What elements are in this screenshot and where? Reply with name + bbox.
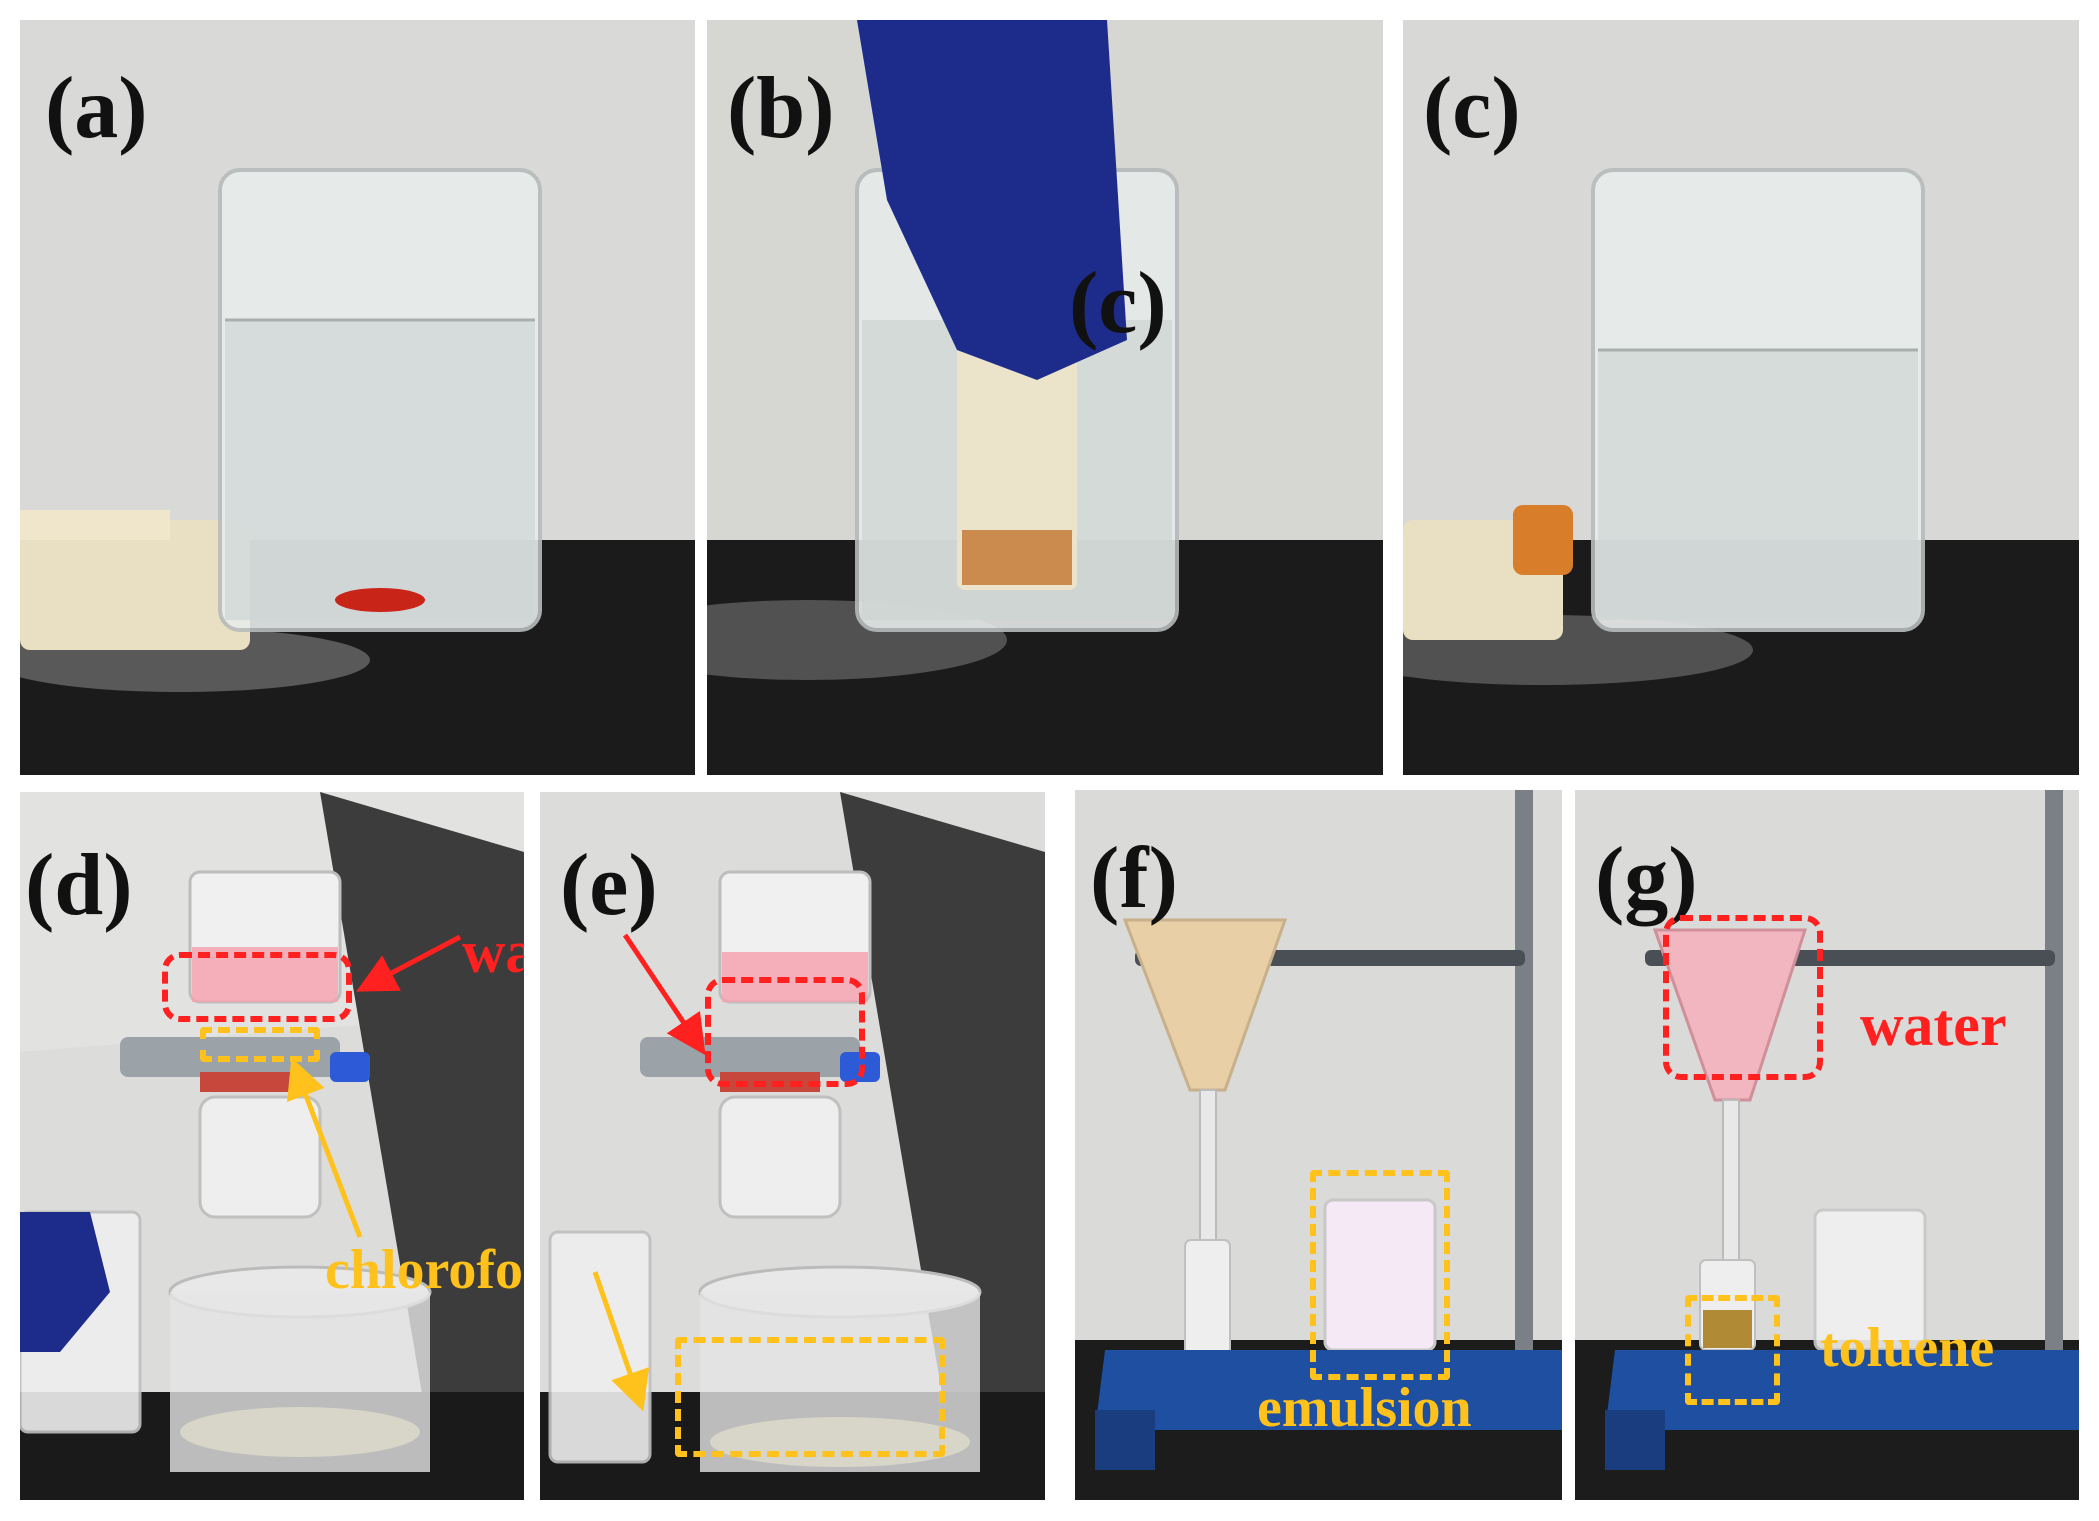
- panel-g-toluene-box: [1685, 1295, 1780, 1405]
- panel-f-label: (f): [1090, 830, 1178, 927]
- panel-b: (b) (c): [707, 20, 1383, 775]
- panel-f: (f) emulsion: [1075, 790, 1562, 1500]
- panel-d-water-box: [162, 952, 352, 1022]
- panel-f-photo: [1075, 790, 1562, 1500]
- panel-g-label: (g): [1595, 830, 1698, 927]
- panel-d: (d) water chloroform: [20, 792, 524, 1500]
- panel-a-label: (a): [45, 60, 148, 157]
- panel-c-photo: [1403, 20, 2079, 775]
- panel-a-photo: [20, 20, 695, 775]
- panel-c-label: (c): [1423, 60, 1521, 157]
- panel-f-emulsion-text: emulsion: [1257, 1377, 1472, 1439]
- panel-g-toluene-text: toluene: [1820, 1317, 1995, 1379]
- panel-f-emulsion-box: [1310, 1170, 1450, 1380]
- panel-d-chloroform-box: [200, 1027, 320, 1062]
- panel-g-water-text: water: [1860, 992, 2007, 1058]
- panel-c: (c): [1403, 20, 2079, 775]
- panel-g: (g) water toluene: [1575, 790, 2079, 1500]
- panel-e-label: (e): [560, 837, 658, 934]
- panel-e-chloroform-box: [675, 1337, 945, 1457]
- panel-a: (a): [20, 20, 695, 775]
- panel-b-inset-label: (c): [1069, 255, 1167, 352]
- panel-b-label: (b): [727, 60, 835, 157]
- panel-d-label: (d): [25, 837, 133, 934]
- panel-e-photo: [540, 792, 1045, 1500]
- panel-d-chloroform-text: chloroform: [325, 1239, 524, 1301]
- red-droplet: [335, 588, 425, 612]
- panel-e: (e): [540, 792, 1045, 1500]
- panel-e-water-box: [705, 977, 865, 1087]
- glove-blue: [857, 20, 1127, 380]
- panel-g-water-box: [1663, 915, 1823, 1080]
- panel-b-photo: [707, 20, 1383, 775]
- panel-d-water-text: water: [462, 919, 524, 985]
- panel-g-photo: [1575, 790, 2079, 1500]
